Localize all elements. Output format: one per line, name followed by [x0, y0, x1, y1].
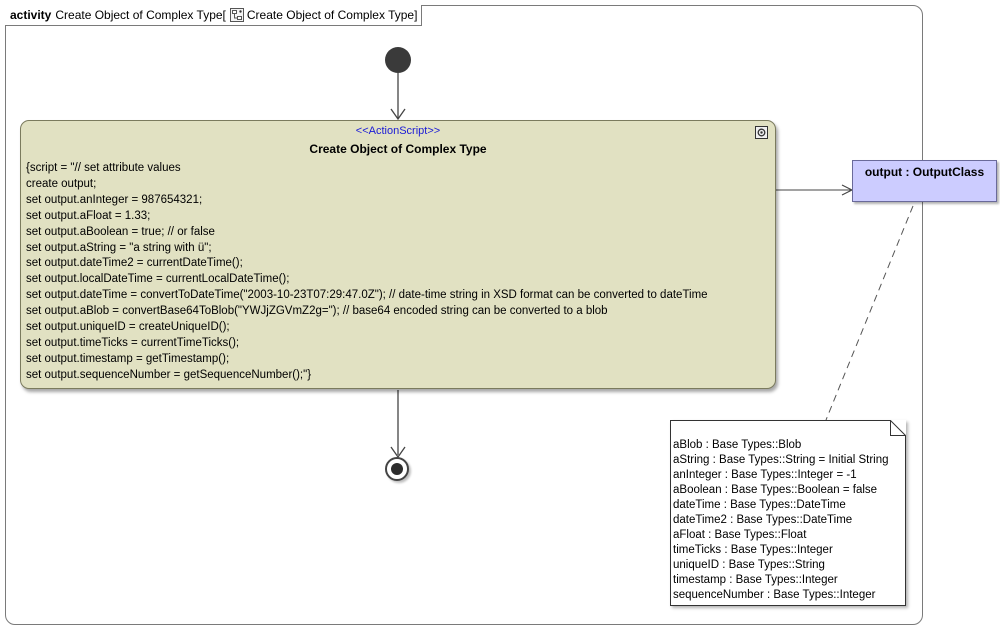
script-line: set output.aString = "a string with ü";: [26, 241, 212, 254]
frame-diagram-link[interactable]: Create Object of Complex Type: [246, 8, 415, 22]
script-line: set output.aBoolean = true; // or false: [26, 225, 215, 238]
output-node-label: output : OutputClass: [864, 165, 985, 179]
initial-node[interactable]: [385, 47, 411, 73]
note-line: uniqueID : Base Types::String: [673, 559, 825, 571]
note-line: aFloat : Base Types::Float: [673, 529, 807, 541]
note-line: aString : Base Types::String = Initial S…: [673, 454, 889, 466]
action-name: Create Object of Complex Type: [309, 142, 487, 156]
frame-close-bracket: ]: [414, 8, 418, 22]
flow-action-to-final[interactable]: [390, 390, 406, 459]
note-shape: [670, 420, 906, 606]
script-line: set output.timestamp = getTimestamp();: [26, 352, 230, 365]
flow-initial-to-action[interactable]: [390, 73, 406, 121]
script-line: set output.anInteger = 987654321;: [26, 193, 203, 206]
note-line: anInteger : Base Types::Integer = -1: [673, 469, 857, 481]
script-line: set output.localDateTime = currentLocalD…: [26, 273, 290, 286]
script-line: set output.dateTime2 = currentDateTime()…: [26, 257, 243, 270]
frame-name: Create Object of Complex Type[: [55, 8, 226, 22]
flow-action-to-output[interactable]: [776, 184, 854, 196]
action-script: {script = "// set attribute values creat…: [26, 161, 708, 384]
action-stereotype: <<ActionScript>>: [355, 125, 441, 137]
output-object-node[interactable]: output : OutputClass: [852, 160, 997, 202]
note-line: timeTicks : Base Types::Integer: [673, 544, 833, 556]
note-line: timestamp : Base Types::Integer: [673, 574, 838, 586]
script-line: set output.aFloat = 1.33;: [26, 209, 151, 222]
note-anchor-line[interactable]: [825, 205, 914, 421]
note-line: dateTime : Base Types::DateTime: [673, 499, 846, 511]
script-line: {script = "// set attribute values: [26, 162, 181, 174]
note-line: aBlob : Base Types::Blob: [673, 439, 802, 451]
note-line: sequenceNumber : Base Types::Integer: [673, 589, 876, 601]
note-line: dateTime2 : Base Types::DateTime: [673, 514, 853, 526]
activity-diagram-icon[interactable]: [229, 8, 244, 22]
script-line: set output.dateTime = convertToDateTime(…: [26, 289, 708, 302]
frame-keyword: activity: [10, 8, 52, 22]
action-node[interactable]: <<ActionScript>> Create Object of Comple…: [20, 120, 776, 389]
script-line: set output.timeTicks = currentTimeTicks(…: [26, 336, 240, 349]
script-line: set output.uniqueID = createUniqueID();: [26, 321, 230, 334]
note-line: aBoolean : Base Types::Boolean = false: [673, 484, 878, 496]
frame-header-tab: activity Create Object of Complex Type[ …: [5, 5, 423, 26]
final-node-dot: [391, 463, 403, 475]
script-line: set output.sequenceNumber = getSequenceN…: [26, 368, 312, 381]
attribute-note[interactable]: aBlob : Base Types::Blob aString : Base …: [670, 420, 906, 606]
action-settings-icon[interactable]: [755, 126, 768, 139]
note-attributes: aBlob : Base Types::Blob aString : Base …: [673, 438, 889, 603]
script-line: set output.aBlob = convertBase64ToBlob("…: [26, 305, 608, 318]
script-line: create output;: [26, 177, 97, 190]
activity-final-node[interactable]: [385, 457, 409, 481]
